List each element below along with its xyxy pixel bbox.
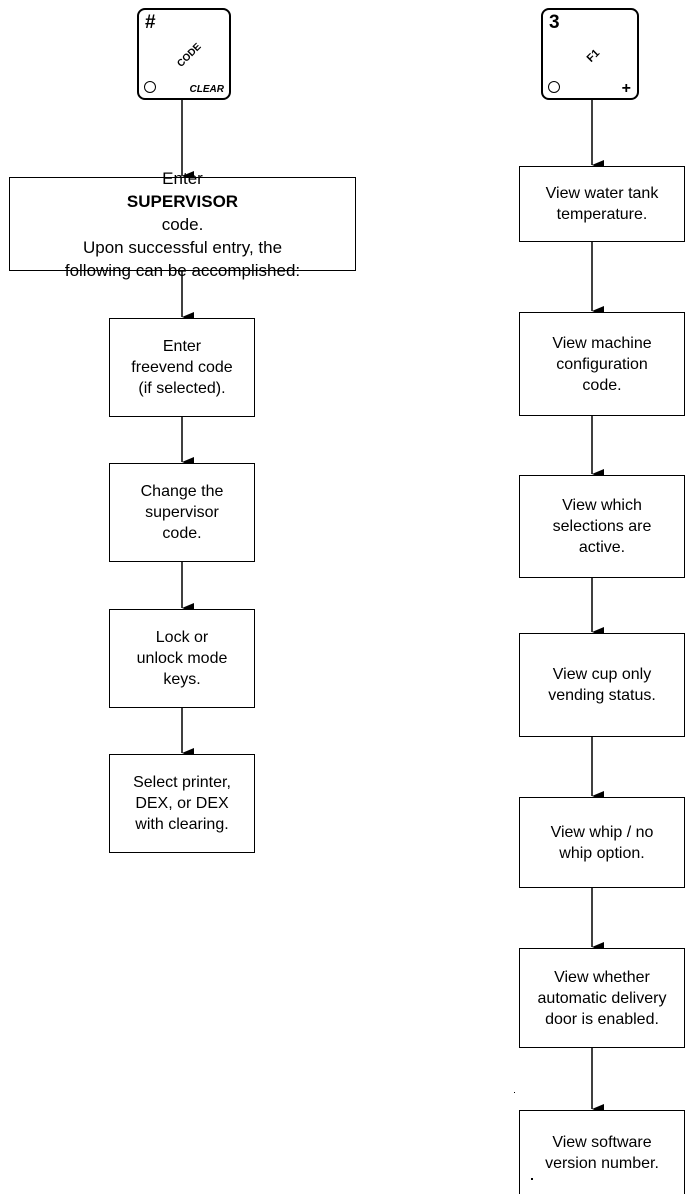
step-line: automatic delivery xyxy=(537,989,667,1007)
step-line: View whip / no xyxy=(550,823,654,841)
key-plus-label: + xyxy=(621,80,631,97)
water-tank-temperature-box: View water tank temperature. xyxy=(519,166,685,242)
step-line: View whether xyxy=(554,968,650,986)
step-line: door is enabled. xyxy=(545,1010,659,1028)
step-line: Lock or xyxy=(155,629,209,646)
whip-option-box: View whip / no whip option. xyxy=(519,797,685,888)
key-number-label: # xyxy=(145,12,156,33)
delivery-door-box: View whether automatic delivery door is … xyxy=(519,948,685,1048)
print-speck xyxy=(531,1178,533,1180)
step-line: code. xyxy=(582,376,622,394)
circle-icon xyxy=(144,81,156,93)
step-line: with clearing. xyxy=(135,816,229,833)
step-line: freevend code xyxy=(131,359,233,376)
step-line: active. xyxy=(578,539,626,556)
step-line: DEX, or DEX xyxy=(135,795,229,812)
step-line: View machine xyxy=(552,334,652,352)
step-line: vending status. xyxy=(548,687,656,704)
step-line: Enter xyxy=(162,338,202,355)
step-line: Select printer, xyxy=(133,774,231,791)
active-selections-box: View which selections are active. xyxy=(519,475,685,578)
print-speck xyxy=(514,1092,515,1093)
select-printer-dex-box: Select printer, DEX, or DEX with clearin… xyxy=(109,754,255,853)
key-clear-label: CLEAR xyxy=(189,84,224,95)
code-clear-key[interactable]: # CODE CLEAR xyxy=(137,8,231,100)
step-line: View water tank xyxy=(545,185,659,202)
step-line: View software xyxy=(552,1133,652,1151)
step-line: temperature. xyxy=(556,206,648,223)
step-line: (if selected). xyxy=(138,380,226,397)
step-line: code. xyxy=(162,525,202,542)
software-version-box: View software version number. xyxy=(519,1110,685,1194)
circle-icon xyxy=(548,81,560,93)
step-line: Change the xyxy=(140,483,224,500)
step-line: keys. xyxy=(163,671,201,688)
step-line: View cup only xyxy=(552,666,652,683)
step-line: configuration xyxy=(556,355,648,373)
machine-configuration-box: View machine configuration code. xyxy=(519,312,685,416)
change-supervisor-code-box: Change the supervisor code. xyxy=(109,463,255,562)
enter-freevend-code-box: Enter freevend code (if selected). xyxy=(109,318,255,417)
step-line: whip option. xyxy=(559,844,645,862)
supervisor-line-3: following can be accomplished: xyxy=(64,260,301,280)
key-function-label: CODE xyxy=(175,41,204,70)
step-line: version number. xyxy=(545,1154,659,1172)
cup-only-vending-box: View cup only vending status. xyxy=(519,633,685,737)
step-line: supervisor xyxy=(145,504,219,521)
key-function-label: F1 xyxy=(584,47,603,65)
step-line: selections are xyxy=(552,518,652,535)
supervisor-line-2: Upon successful entry, the xyxy=(82,237,283,257)
lock-mode-keys-box: Lock or unlock mode keys. xyxy=(109,609,255,708)
step-line: unlock mode xyxy=(136,650,228,667)
step-line: View which xyxy=(562,497,642,514)
key-number-label: 3 xyxy=(549,12,560,33)
f1-key[interactable]: 3 F1 + xyxy=(541,8,639,100)
